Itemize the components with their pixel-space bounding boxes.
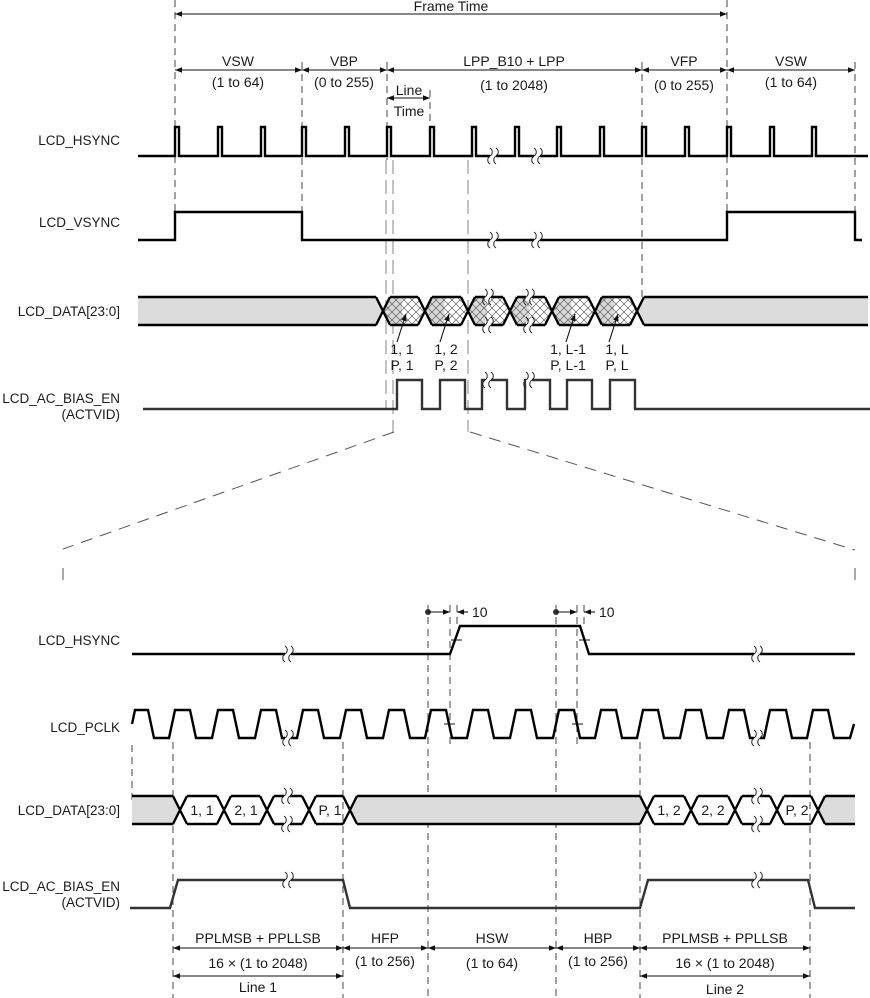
segment-ppl2-range: 16 × (1 to 2048) — [675, 955, 774, 971]
break-icon — [751, 815, 763, 833]
data-cell-label: 2, 2 — [701, 802, 725, 818]
signal-label-actvid-line: (ACTVID) — [62, 895, 121, 910]
line-timing-section: LCD_HSYNC LCD_PCLK LCD_DATA[23:0] LCD_AC… — [2, 604, 856, 998]
hsync-waveform-frame — [138, 125, 868, 158]
ac-bias-waveform-frame — [143, 378, 870, 411]
segment-vfp-range: (0 to 255) — [654, 77, 714, 93]
break-icon — [531, 147, 543, 165]
break-icon — [282, 645, 294, 663]
segment-vsw2-range: (1 to 64) — [765, 74, 817, 90]
segment-ppl2-label: PPLMSB + PPLLSB — [662, 930, 788, 946]
delay-label-rise: 10 — [472, 604, 488, 620]
zoom-expansion-lines — [62, 431, 856, 587]
data-cell-label: 1, 1 — [190, 802, 214, 818]
break-icon — [282, 729, 294, 747]
break-icon — [751, 871, 763, 889]
data-cell-label: P, 1 — [318, 802, 341, 818]
pointer-arrow-icon — [439, 313, 450, 343]
segment-hsw-label: HSW — [476, 930, 509, 946]
data-cells-hatched — [383, 297, 637, 325]
pixel-label-first-1: 1, 1 — [390, 341, 414, 357]
signal-label-pclk: LCD_PCLK — [50, 720, 120, 735]
data-cell-label: P, 2 — [785, 802, 808, 818]
data-cell-label: 1, 2 — [657, 802, 681, 818]
pointer-arrow-icon — [565, 313, 576, 343]
segment-vsw-range: (1 to 64) — [212, 74, 264, 90]
segment-ppl1-range: 16 × (1 to 2048) — [208, 955, 307, 971]
break-icon — [282, 871, 294, 889]
line-2-label: Line 2 — [706, 981, 744, 997]
line-time-label-1: Line — [396, 82, 423, 98]
data-cell-label: 2, 1 — [234, 802, 258, 818]
pixel-pointers: 1, 1 P, 1 1, 2 P, 2 1, L-1 P, L-1 1, L P… — [390, 313, 629, 373]
line-segment-arrows — [173, 945, 810, 979]
vsync-waveform — [138, 210, 862, 242]
break-icon — [751, 787, 763, 805]
data-bus-line: 1, 1 2, 1 P, 1 1, 2 2, 2 P, 2 — [132, 787, 855, 833]
signal-label-ac-bias: LCD_AC_BIAS_EN — [2, 391, 120, 406]
frame-timing-section: Frame Time VSW (1 to 64) VBP (0 to 255) … — [2, 0, 870, 432]
segment-hfp-range: (1 to 256) — [355, 953, 415, 969]
break-icon — [281, 787, 293, 805]
pixel-label-first-2: P, 1 — [390, 357, 413, 373]
signal-label-vsync: LCD_VSYNC — [39, 215, 120, 230]
hsync-waveform-line — [132, 624, 855, 656]
break-icon — [487, 147, 499, 165]
signal-label-data: LCD_DATA[23:0] — [18, 304, 120, 319]
pointer-arrow-icon — [396, 313, 407, 343]
pixel-label-last-1: 1, L — [605, 341, 629, 357]
break-icon — [751, 645, 763, 663]
data-bus-frame — [138, 288, 868, 334]
segment-hbp-range: (1 to 256) — [568, 953, 628, 969]
pclk-waveform — [130, 708, 856, 740]
pixel-label-penultimate-1: 1, L-1 — [550, 341, 586, 357]
line-segment-labels: PPLMSB + PPLLSB 16 × (1 to 2048) HFP (1 … — [195, 930, 788, 997]
segment-lpp-range: (1 to 2048) — [480, 77, 548, 93]
segment-vsw2-label: VSW — [775, 53, 808, 69]
segment-ppl1-label: PPLMSB + PPLLSB — [195, 930, 321, 946]
pixel-label-second-1: 1, 2 — [434, 341, 458, 357]
segment-vbp-range: (0 to 255) — [314, 74, 374, 90]
frame-segment-labels: VSW (1 to 64) VBP (0 to 255) LPP_B10 + L… — [212, 53, 817, 93]
segment-lpp-label: LPP_B10 + LPP — [463, 53, 565, 69]
segment-hfp-label: HFP — [371, 930, 399, 946]
hsync-delay-annotations: 10 10 — [425, 604, 615, 620]
delay-label-fall: 10 — [599, 604, 615, 620]
pixel-label-penultimate-2: P, L-1 — [550, 357, 586, 373]
line-1-label: Line 1 — [239, 979, 277, 995]
break-icon — [482, 371, 494, 389]
signal-label-hsync: LCD_HSYNC — [38, 133, 120, 148]
break-icon — [281, 815, 293, 833]
signal-label-data-line: LCD_DATA[23:0] — [18, 803, 120, 818]
pixel-label-second-2: P, 2 — [434, 357, 457, 373]
signal-label-hsync-line: LCD_HSYNC — [38, 633, 120, 648]
segment-hbp-label: HBP — [584, 930, 613, 946]
ac-bias-waveform-line — [130, 878, 855, 910]
line-time-label-2: Time — [394, 103, 425, 119]
pixel-label-last-2: P, L — [605, 357, 628, 373]
segment-hsw-range: (1 to 64) — [466, 955, 518, 971]
signal-label-ac-bias-line: LCD_AC_BIAS_EN — [2, 879, 120, 894]
break-icon — [487, 231, 499, 249]
segment-vsw-label: VSW — [222, 53, 255, 69]
break-icon — [531, 231, 543, 249]
segment-vfp-label: VFP — [670, 53, 697, 69]
break-icon — [751, 729, 763, 747]
signal-label-actvid: (ACTVID) — [62, 407, 121, 422]
frame-time-label: Frame Time — [414, 0, 489, 14]
pointer-arrow-icon — [608, 313, 619, 343]
segment-vbp-label: VBP — [330, 53, 358, 69]
